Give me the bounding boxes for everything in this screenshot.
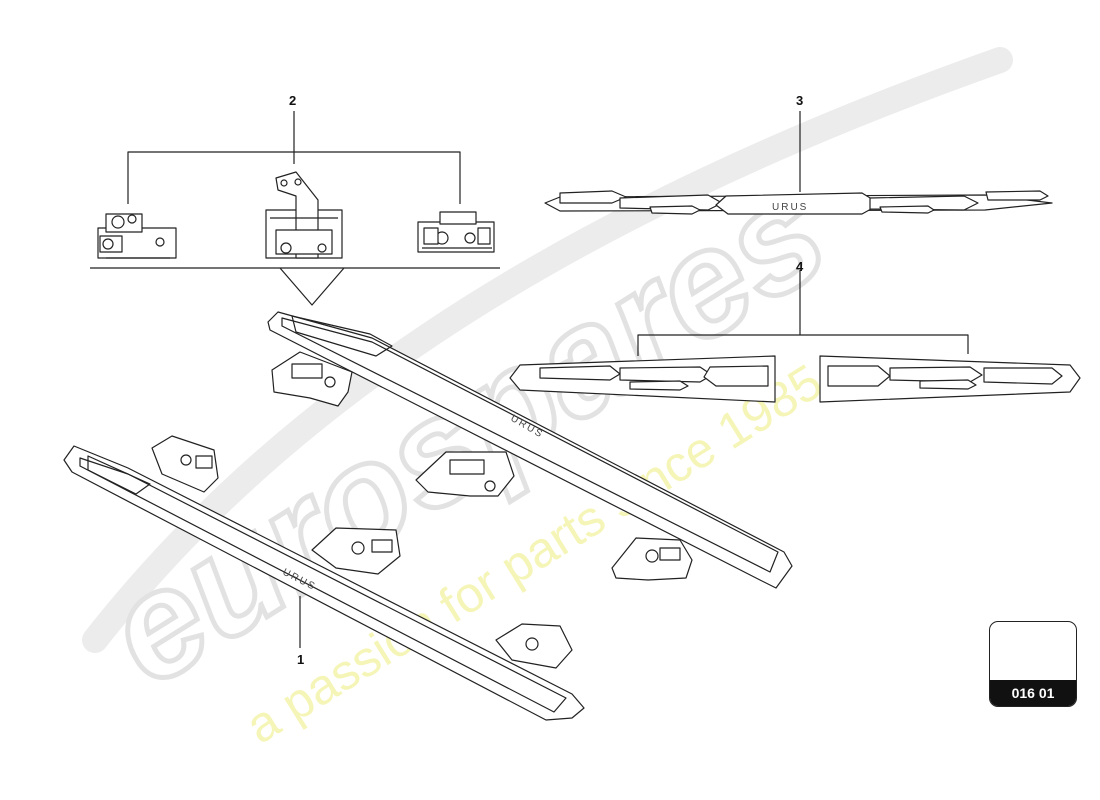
callout-1: 1 xyxy=(297,652,305,667)
trim-strip-4 xyxy=(509,270,1081,403)
running-board-lower: URUS xyxy=(63,435,585,721)
trim-strip-3: URUS xyxy=(544,111,1053,215)
page-reference-box: 016 01 xyxy=(989,621,1077,707)
bracket-left xyxy=(97,213,177,259)
bracket-group-2 xyxy=(90,111,500,306)
callout-4: 4 xyxy=(796,259,804,274)
page-reference-number: 016 01 xyxy=(990,680,1076,706)
bracket-middle xyxy=(265,171,343,259)
bracket-right xyxy=(417,211,495,253)
callout-2: 2 xyxy=(289,93,297,108)
badge-top: URUS xyxy=(772,202,808,213)
callout-3: 3 xyxy=(796,93,804,108)
